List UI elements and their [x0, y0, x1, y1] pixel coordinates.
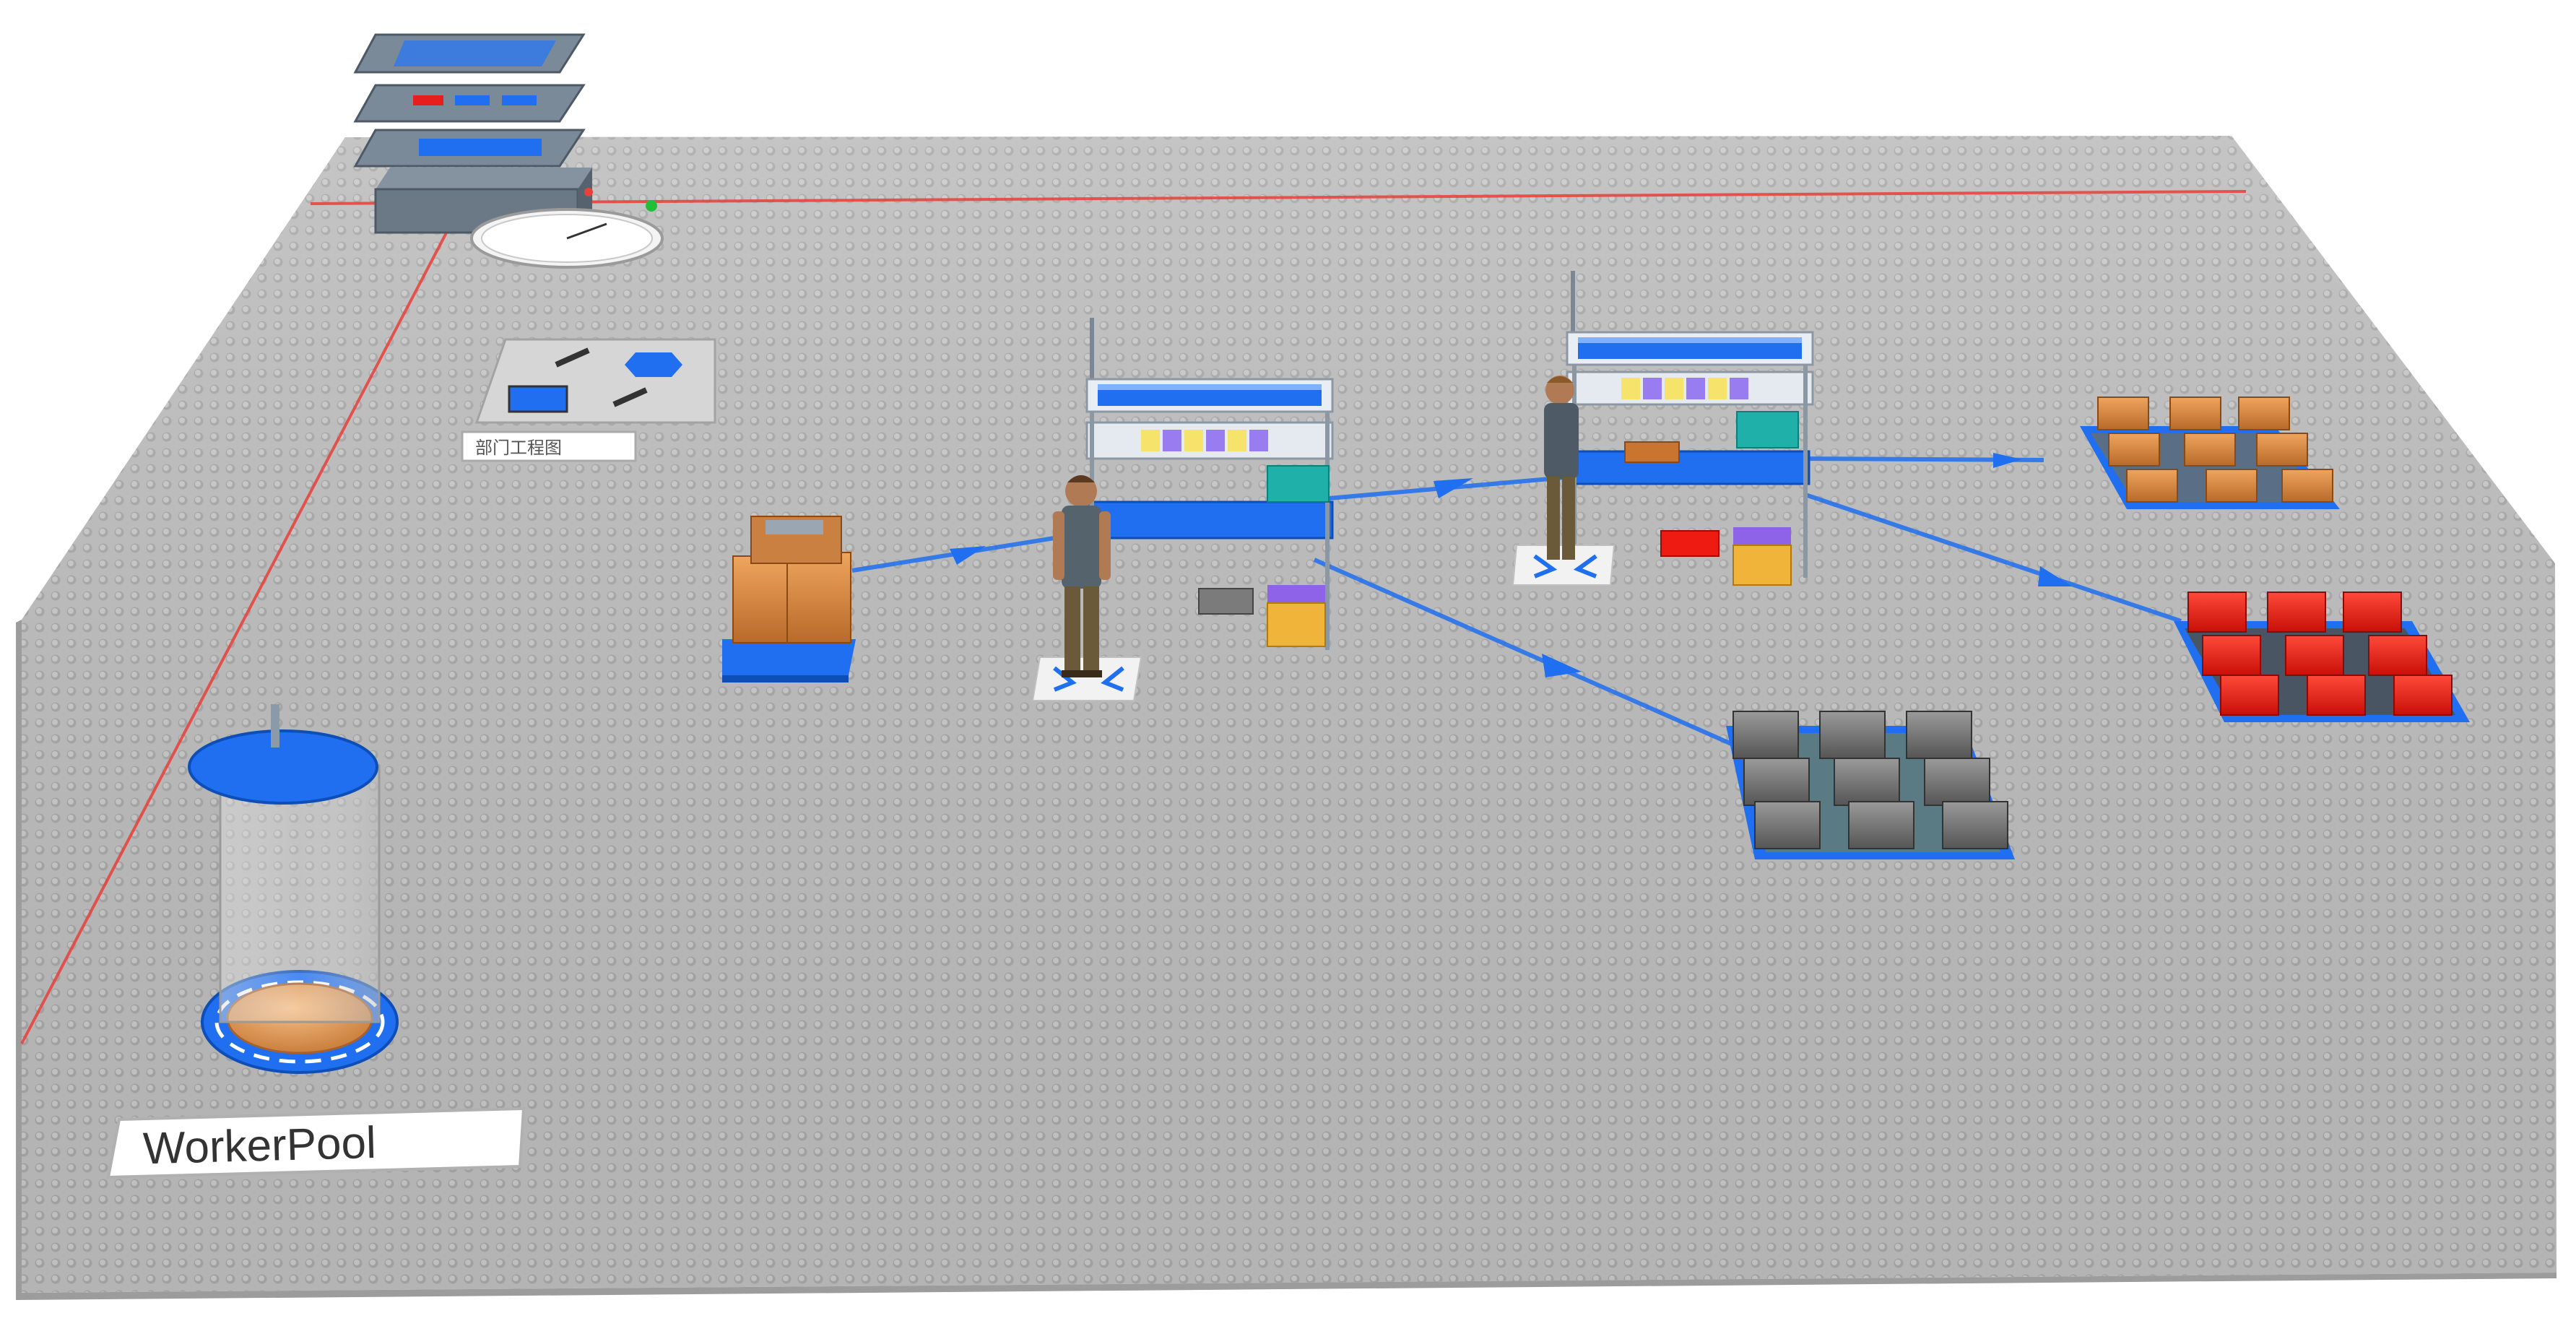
- source-box-icon[interactable]: [722, 516, 856, 682]
- process-flow-icon[interactable]: 部门工程图: [461, 338, 716, 462]
- floor-plane: [16, 136, 2557, 1300]
- worker-pool-label-box[interactable]: WorkerPool: [106, 1106, 526, 1179]
- bin-row: [1141, 430, 1268, 451]
- dashboard-stack-icon[interactable]: [353, 33, 592, 234]
- worker-figure-icon[interactable]: [1031, 475, 1142, 701]
- sink-pallet-icon[interactable]: [2174, 592, 2470, 722]
- flow-arrow-icon: [950, 453, 2073, 677]
- boundary-lines: [20, 190, 2247, 1044]
- workstation-icon[interactable]: [1566, 271, 1814, 586]
- process-flow-label: 部门工程图: [475, 438, 562, 458]
- bin-row: [1621, 378, 1748, 399]
- workstation-icon[interactable]: [1085, 318, 1334, 650]
- sink-pallet-icon[interactable]: [1726, 711, 2015, 859]
- sink-pallet-icon[interactable]: [2080, 396, 2340, 509]
- clock-dial-icon[interactable]: [470, 188, 664, 269]
- worker-figure-icon[interactable]: [1512, 376, 1616, 586]
- worker-pool-icon[interactable]: [188, 704, 399, 1074]
- worker-pool-label: WorkerPool: [142, 1118, 376, 1174]
